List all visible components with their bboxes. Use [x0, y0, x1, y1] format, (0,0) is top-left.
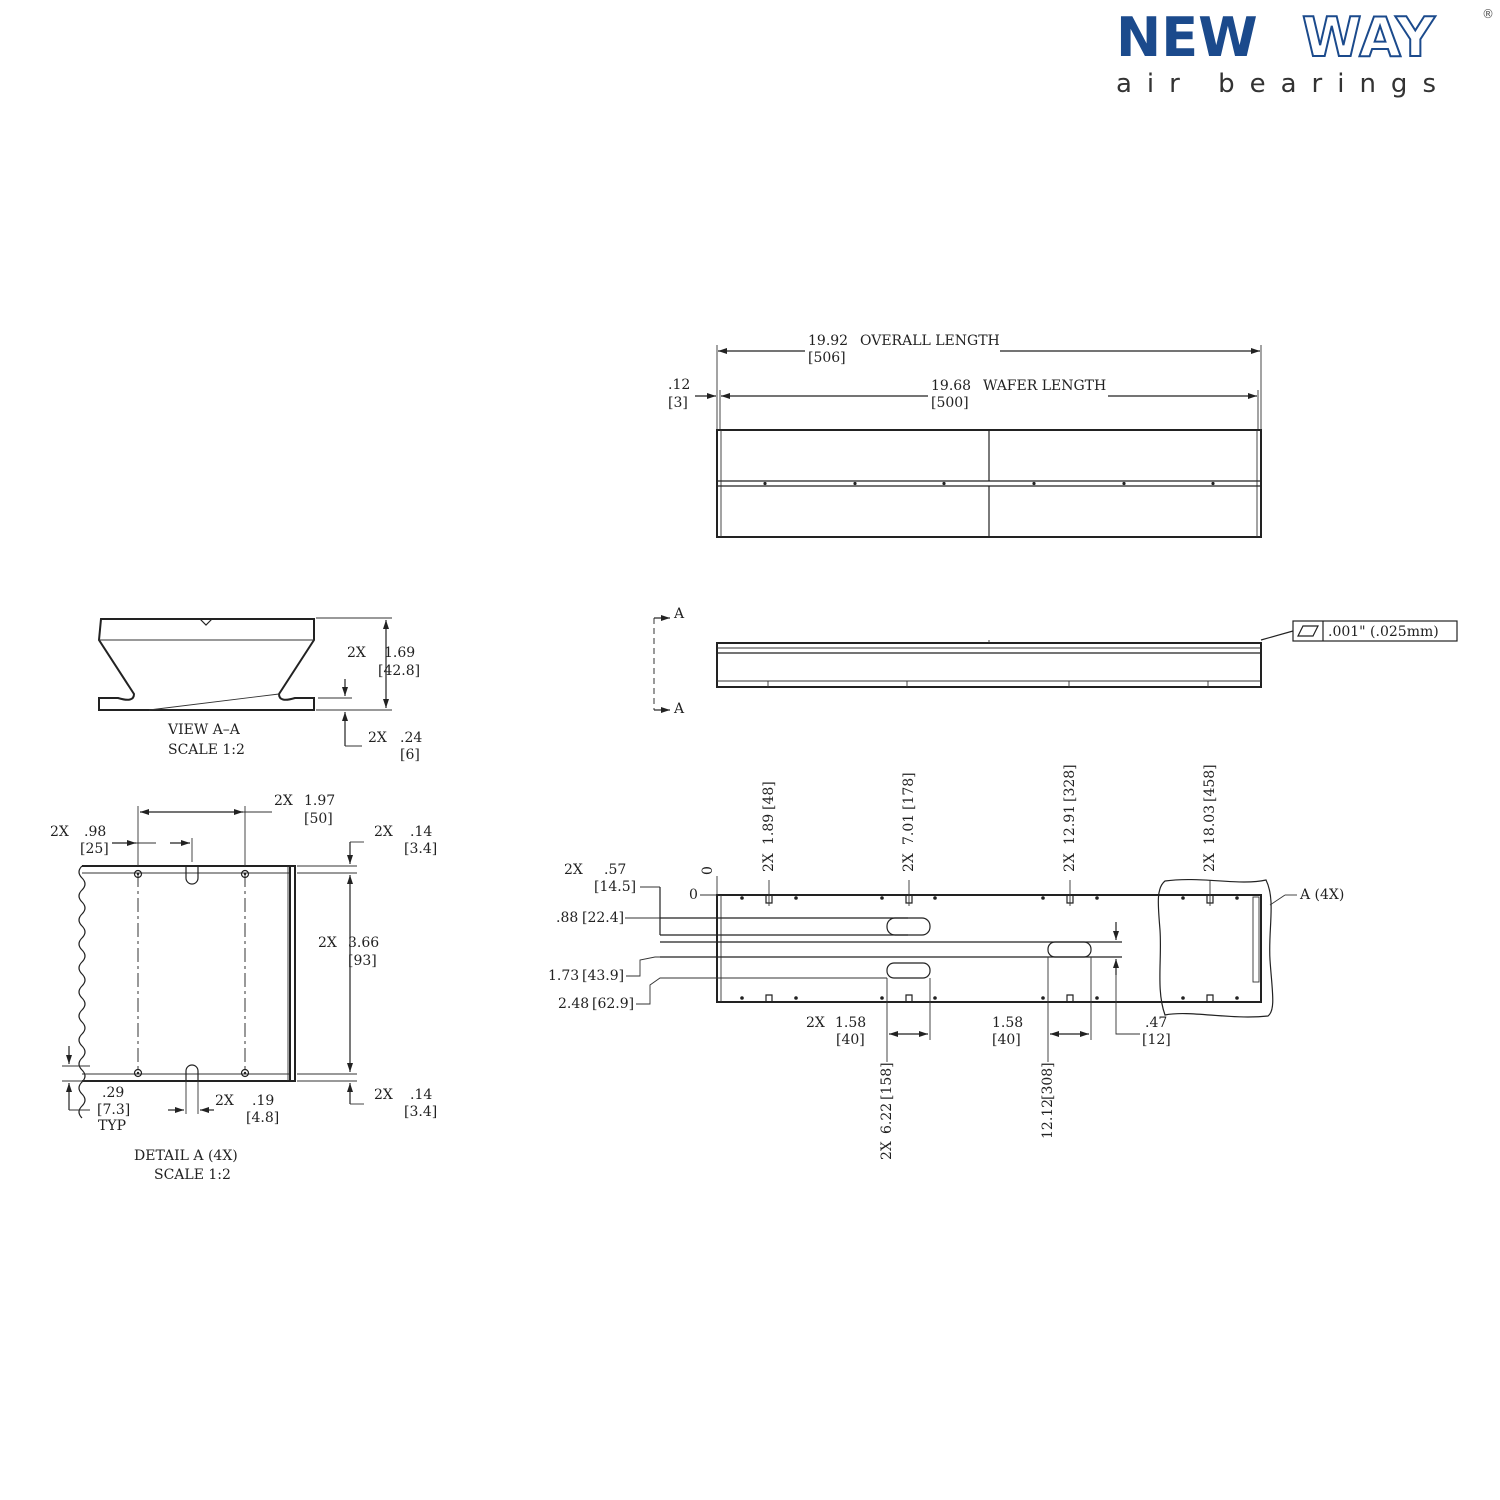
detail-top-edge-value: .14 — [410, 824, 432, 840]
logo-brand-way: WAY — [1302, 6, 1436, 69]
hole-pos-3-value: 12.91 — [1062, 805, 1078, 845]
overall-length-value: 19.92 — [808, 333, 848, 349]
edge-offset-mm: [3] — [668, 395, 688, 411]
logo-registered-mark: ® — [1482, 7, 1494, 21]
detail-hole-offset-note: TYP — [98, 1118, 126, 1134]
slot-len-b-mm: [40] — [992, 1032, 1021, 1048]
row-4-mm: [62.9] — [592, 996, 634, 1012]
wafer-length-value: 19.68 — [931, 378, 971, 394]
section-height-qty: 2X — [347, 645, 366, 661]
zero-y-label: 0 — [689, 887, 698, 903]
detail-a-view: 2X 1.97 [50] 2X .98 [25] 2X .14 [3.4] 2X… — [50, 793, 437, 1183]
newway-logo: NEW WAY ® air bearings — [1116, 5, 1494, 99]
section-foot-qty: 2X — [368, 730, 387, 746]
overall-length-label: OVERALL LENGTH — [860, 333, 1000, 349]
section-foot-value: .24 — [400, 730, 422, 746]
zero-x-label: 0 — [700, 866, 716, 875]
top-view: 19.92 OVERALL LENGTH [506] 19.68 WAFER L… — [668, 333, 1262, 538]
detail-callout-label: A (4X) — [1299, 887, 1344, 903]
detail-height-qty: 2X — [318, 935, 337, 951]
detail-hole-offset-mm: [7.3] — [97, 1102, 130, 1118]
logo-tagline: air bearings — [1116, 69, 1451, 99]
detail-left-qty: 2X — [50, 824, 69, 840]
hole-pos-4-qty: 2X — [1202, 853, 1218, 872]
detail-width-mm: [50] — [304, 811, 333, 827]
detail-width-value: 1.97 — [304, 793, 335, 809]
detail-slot-mm: [4.8] — [246, 1110, 279, 1126]
hole-pos-1-value: 1.89 — [761, 814, 777, 845]
logo-brand-new: NEW — [1116, 6, 1258, 69]
section-foot-mm: [6] — [400, 747, 420, 763]
detail-bottom-edge-qty: 2X — [374, 1087, 393, 1103]
row-1-value: .57 — [604, 862, 626, 878]
hole-pos-2-mm: [178] — [901, 772, 917, 810]
wafer-length-mm: [500] — [931, 395, 969, 411]
wafer-length-label: WAFER LENGTH — [983, 378, 1106, 394]
hole-pos-2-qty: 2X — [901, 853, 917, 872]
row-3-value: 1.73 — [548, 968, 579, 984]
row-2-mm: [22.4] — [582, 910, 624, 926]
side-view: A A .001" (.025mm) — [653, 606, 1458, 717]
slot-width-value: .47 — [1145, 1015, 1167, 1031]
slot-len-a-qty: 2X — [806, 1015, 825, 1031]
hole-dots — [740, 896, 1239, 1000]
row-3-mm: [43.9] — [582, 968, 624, 984]
overall-length-mm: [506] — [808, 350, 846, 366]
section-mark-top: A — [673, 606, 685, 622]
detail-hole-offset-value: .29 — [102, 1085, 124, 1101]
detail-top-edge-mm: [3.4] — [404, 841, 437, 857]
hole-pos-1-qty: 2X — [761, 853, 777, 872]
section-mark-bottom: A — [673, 701, 685, 717]
row-1-mm: [14.5] — [594, 879, 636, 895]
slot-width-mm: [12] — [1142, 1032, 1171, 1048]
row-2-value: .88 — [556, 910, 578, 926]
detail-height-value: 3.66 — [348, 935, 379, 951]
hole-pos-4-value: 18.03 — [1202, 805, 1218, 845]
flatness-symbol-icon — [1297, 625, 1319, 637]
slot-pos-a-qty: 2X — [879, 1141, 895, 1160]
section-height-mm: [42.8] — [378, 663, 420, 679]
section-view-title: VIEW A–A — [167, 722, 241, 738]
hole-pos-3-qty: 2X — [1062, 853, 1078, 872]
bottom-view: 0 0 2X 1.89 [48] 2X 7.01 [178] 2X 12.91 … — [548, 764, 1344, 1160]
detail-left-mm: [25] — [80, 841, 109, 857]
detail-slot-value: .19 — [252, 1093, 274, 1109]
detail-width-qty: 2X — [274, 793, 293, 809]
hole-position-labels: 2X 1.89 [48] 2X 7.01 [178] 2X 12.91 [328… — [761, 764, 1218, 872]
slot-len-a-mm: [40] — [836, 1032, 865, 1048]
detail-bottom-edge-mm: [3.4] — [404, 1104, 437, 1120]
slot-pos-a-mm: [158] — [879, 1062, 895, 1100]
slot-len-a-value: 1.58 — [835, 1015, 866, 1031]
section-view-scale: SCALE 1:2 — [168, 742, 245, 758]
hole-pos-3-mm: [328] — [1062, 764, 1078, 802]
detail-left-value: .98 — [84, 824, 106, 840]
hole-pos-4-mm: [458] — [1202, 764, 1218, 802]
detail-top-edge-qty: 2X — [374, 824, 393, 840]
row-4-value: 2.48 — [558, 996, 589, 1012]
hole-pos-2-value: 7.01 — [901, 814, 917, 845]
detail-height-mm: [93] — [348, 953, 377, 969]
section-height-value: 1.69 — [384, 645, 415, 661]
detail-slot-qty: 2X — [215, 1093, 234, 1109]
hole-pos-1-mm: [48] — [761, 781, 777, 810]
slot-pos-a-value: 6.22 — [879, 1103, 895, 1134]
detail-view-scale: SCALE 1:2 — [154, 1167, 231, 1183]
row-1-qty: 2X — [564, 862, 583, 878]
slot-len-b-value: 1.58 — [992, 1015, 1023, 1031]
section-view-a-a: 2X 1.69 [42.8] 2X .24 [6] VIEW A–A SCALE… — [97, 617, 422, 763]
slot-pos-b-value: 12.12 — [1040, 1099, 1056, 1139]
detail-view-title: DETAIL A (4X) — [134, 1148, 238, 1164]
flatness-callout: .001" (.025mm) — [1328, 624, 1439, 640]
slot-pos-b-mm: [308] — [1040, 1062, 1056, 1100]
detail-bottom-edge-value: .14 — [410, 1087, 432, 1103]
edge-offset-value: .12 — [668, 377, 690, 393]
